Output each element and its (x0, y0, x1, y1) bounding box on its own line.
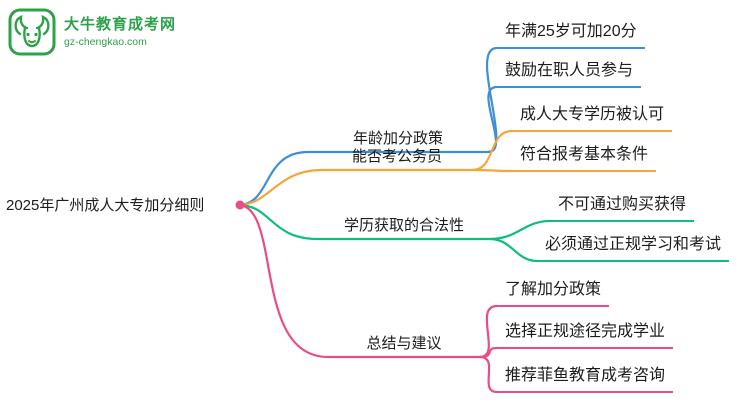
branch-summary: 总结与建议 (328, 334, 480, 358)
root-hub-dot (235, 200, 245, 210)
connector-leaf-summary-1 (479, 304, 498, 359)
branch-age-policy: 年龄加分政策 (308, 129, 488, 153)
connector-leaf-age-2 (487, 85, 498, 154)
leaf-meet-requirements: 符合报考基本条件 (512, 145, 657, 172)
leaf-age-25-bonus: 年满25岁可加20分 (497, 22, 645, 49)
leaf-know-policy: 了解加分政策 (497, 280, 610, 307)
leaf-recommend-consult: 推荐菲鱼教育成考咨询 (497, 366, 674, 393)
leaf-no-purchase: 不可通过购买获得 (550, 195, 695, 222)
logo-title: 大牛教育成考网 (64, 16, 177, 33)
leaf-degree-recognized: 成人大专学历被认可 (512, 105, 673, 132)
connector-leaf-legality-2 (489, 237, 538, 263)
site-logo: 大牛教育成考网 gz-chengkao.com (8, 8, 176, 56)
branch-civil-service: 能否考公务员 (322, 147, 472, 171)
connector-leaf-summary-3 (479, 355, 498, 394)
bull-icon (8, 8, 56, 56)
connector-leaf-age-1 (485, 46, 498, 154)
connector-leaf-summary-2 (479, 346, 498, 359)
connector-branch-civil (237, 168, 472, 207)
branch-legality: 学历获取的合法性 (318, 216, 490, 240)
connector-leaf-civil-2 (471, 168, 513, 173)
leaf-encourage-workers: 鼓励在职人员参与 (497, 61, 642, 88)
logo-subtitle: gz-chengkao.com (64, 36, 147, 48)
root-topic: 2025年广州成人大专加分细则 (6, 197, 205, 214)
leaf-formal-study: 必须通过正规学习和考试 (537, 235, 730, 262)
leaf-proper-path: 选择正规途径完成学业 (497, 322, 674, 349)
